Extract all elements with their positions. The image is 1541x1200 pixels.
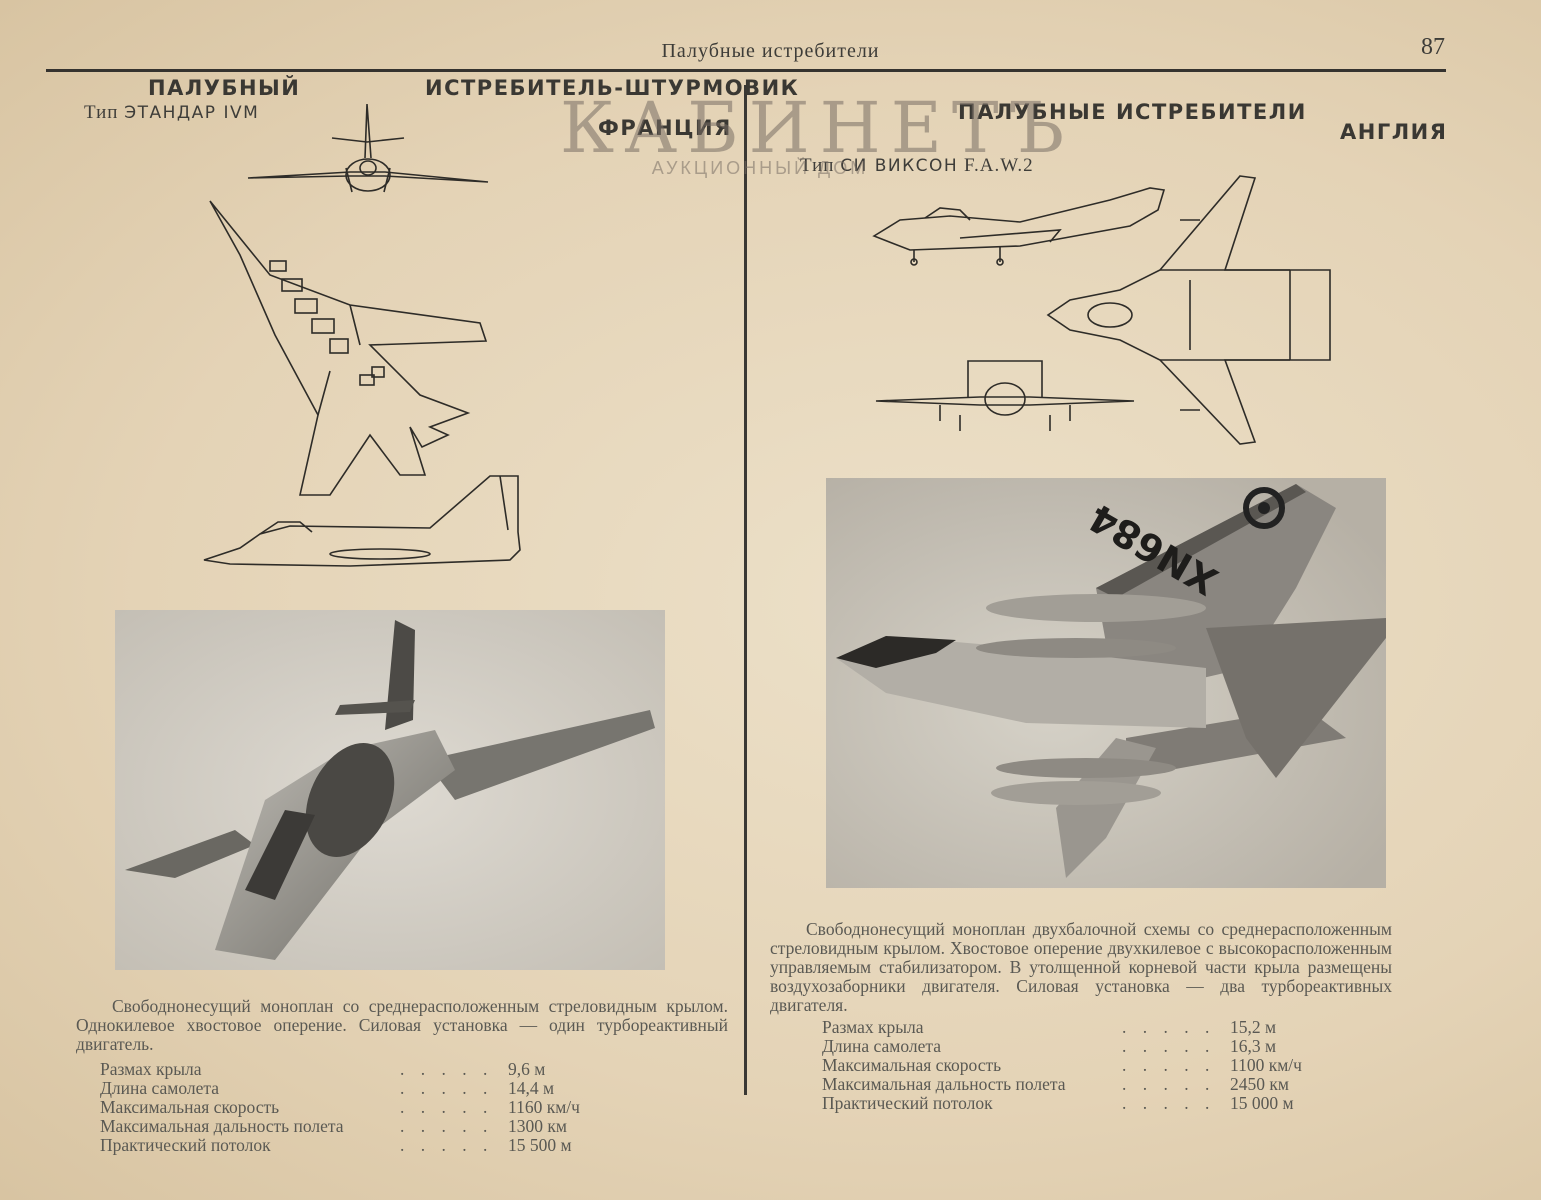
- right-type-line: Тип СИ ВИКСОН F.A.W.2: [800, 155, 1034, 177]
- spec-row: Максимальная дальность полета . . . . . …: [100, 1117, 580, 1136]
- spec-value: 1300 км: [508, 1116, 567, 1136]
- spec-value: 16,3 м: [1230, 1036, 1277, 1056]
- spec-label: Максимальная скорость: [100, 1097, 280, 1117]
- spec-leader-dots: . . . . . . . .: [400, 1136, 500, 1155]
- etendard-front-view-drawing: [240, 100, 495, 195]
- right-country: АНГЛИЯ: [1340, 120, 1448, 144]
- etendard-side-view-drawing: [200, 470, 550, 570]
- spec-row: Практический потолок . . . . . . . . 15 …: [100, 1136, 580, 1155]
- spec-label: Практический потолок: [100, 1135, 271, 1155]
- left-type-line: Тип ЭТАНДАР IVM: [84, 102, 259, 124]
- spec-row: Максимальная скорость . . . . . . . . 11…: [100, 1098, 580, 1117]
- left-description-text: Свободнонесущий моноплан со среднераспол…: [76, 996, 728, 1054]
- spec-leader-dots: . . . . . . . .: [400, 1060, 500, 1079]
- spec-leader-dots: . . . . . . . .: [1122, 1075, 1222, 1094]
- spec-row: Длина самолета . . . . . . . . 16,3 м: [822, 1037, 1302, 1056]
- sea-vixen-plan-view-drawing: [1040, 170, 1340, 450]
- spec-leader-dots: . . . . . . . .: [1122, 1056, 1222, 1075]
- sea-vixen-side-view-drawing: [870, 180, 1170, 270]
- left-description: Свободнонесущий моноплан со среднераспол…: [76, 997, 728, 1054]
- spec-row: Максимальная скорость . . . . . . . . 11…: [822, 1056, 1302, 1075]
- spec-row: Размах крыла . . . . . . . . 9,6 м: [100, 1060, 580, 1079]
- spec-label: Размах крыла: [822, 1017, 924, 1037]
- left-country: ФРАНЦИЯ: [598, 116, 732, 140]
- page-number: 87: [1421, 34, 1445, 60]
- spec-row: Максимальная дальность полета . . . . . …: [822, 1075, 1302, 1094]
- right-type-name: СИ ВИКСОН: [840, 156, 959, 176]
- etendard-plan-view-drawing: [200, 195, 500, 500]
- right-type-prefix: Тип: [800, 155, 835, 176]
- spec-leader-dots: . . . . . . . .: [400, 1079, 500, 1098]
- right-type-variant: F.A.W.2: [963, 155, 1034, 176]
- spec-leader-dots: . . . . . . . .: [1122, 1018, 1222, 1037]
- right-specs-table: Размах крыла . . . . . . . . 15,2 м Длин…: [822, 1018, 1302, 1113]
- column-divider: [744, 85, 747, 1095]
- spec-value: 15 500 м: [508, 1135, 572, 1155]
- left-heading-2: ИСТРЕБИТЕЛЬ-ШТУРМОВИК: [425, 76, 800, 100]
- etendard-photo: [115, 610, 665, 970]
- spec-value: 1160 км/ч: [508, 1097, 580, 1117]
- spec-label: Размах крыла: [100, 1059, 202, 1079]
- spec-leader-dots: . . . . . . . .: [400, 1098, 500, 1117]
- spec-value: 9,6 м: [508, 1059, 546, 1079]
- spec-label: Максимальная скорость: [822, 1055, 1002, 1075]
- sea-vixen-front-view-drawing: [870, 355, 1140, 440]
- spec-leader-dots: . . . . . . . .: [400, 1117, 500, 1136]
- spec-row: Размах крыла . . . . . . . . 15,2 м: [822, 1018, 1302, 1037]
- spec-leader-dots: . . . . . . . .: [1122, 1037, 1222, 1056]
- right-description-text: Свободнонесущий моноплан двухбалочной сх…: [770, 919, 1392, 1015]
- right-heading: ПАЛУБНЫЕ ИСТРЕБИТЕЛИ: [958, 100, 1307, 124]
- spec-label: Практический потолок: [822, 1093, 993, 1113]
- running-title: Палубные истребители: [661, 40, 880, 62]
- spec-row: Практический потолок . . . . . . . . 15 …: [822, 1094, 1302, 1113]
- spec-value: 15,2 м: [1230, 1017, 1277, 1037]
- spec-value: 1100 км/ч: [1230, 1055, 1302, 1075]
- spec-label: Длина самолета: [822, 1036, 942, 1056]
- left-type-prefix: Тип: [84, 102, 119, 123]
- spec-value: 15 000 м: [1230, 1093, 1294, 1113]
- left-type-name: ЭТАНДАР IVM: [124, 103, 260, 123]
- header-rule: [46, 69, 1446, 72]
- sea-vixen-photo: XN684: [826, 478, 1386, 888]
- spec-label: Длина самолета: [100, 1078, 220, 1098]
- spec-leader-dots: . . . . . . . .: [1122, 1094, 1222, 1113]
- spec-value: 2450 км: [1230, 1074, 1289, 1094]
- right-description: Свободнонесущий моноплан двухбалочной сх…: [770, 920, 1392, 1015]
- spec-row: Длина самолета . . . . . . . . 14,4 м: [100, 1079, 580, 1098]
- left-heading-1: ПАЛУБНЫЙ: [148, 76, 301, 100]
- spec-label: Максимальная дальность полета: [822, 1074, 1066, 1094]
- spec-label: Максимальная дальность полета: [100, 1116, 344, 1136]
- spec-value: 14,4 м: [508, 1078, 555, 1098]
- left-specs-table: Размах крыла . . . . . . . . 9,6 м Длина…: [100, 1060, 580, 1155]
